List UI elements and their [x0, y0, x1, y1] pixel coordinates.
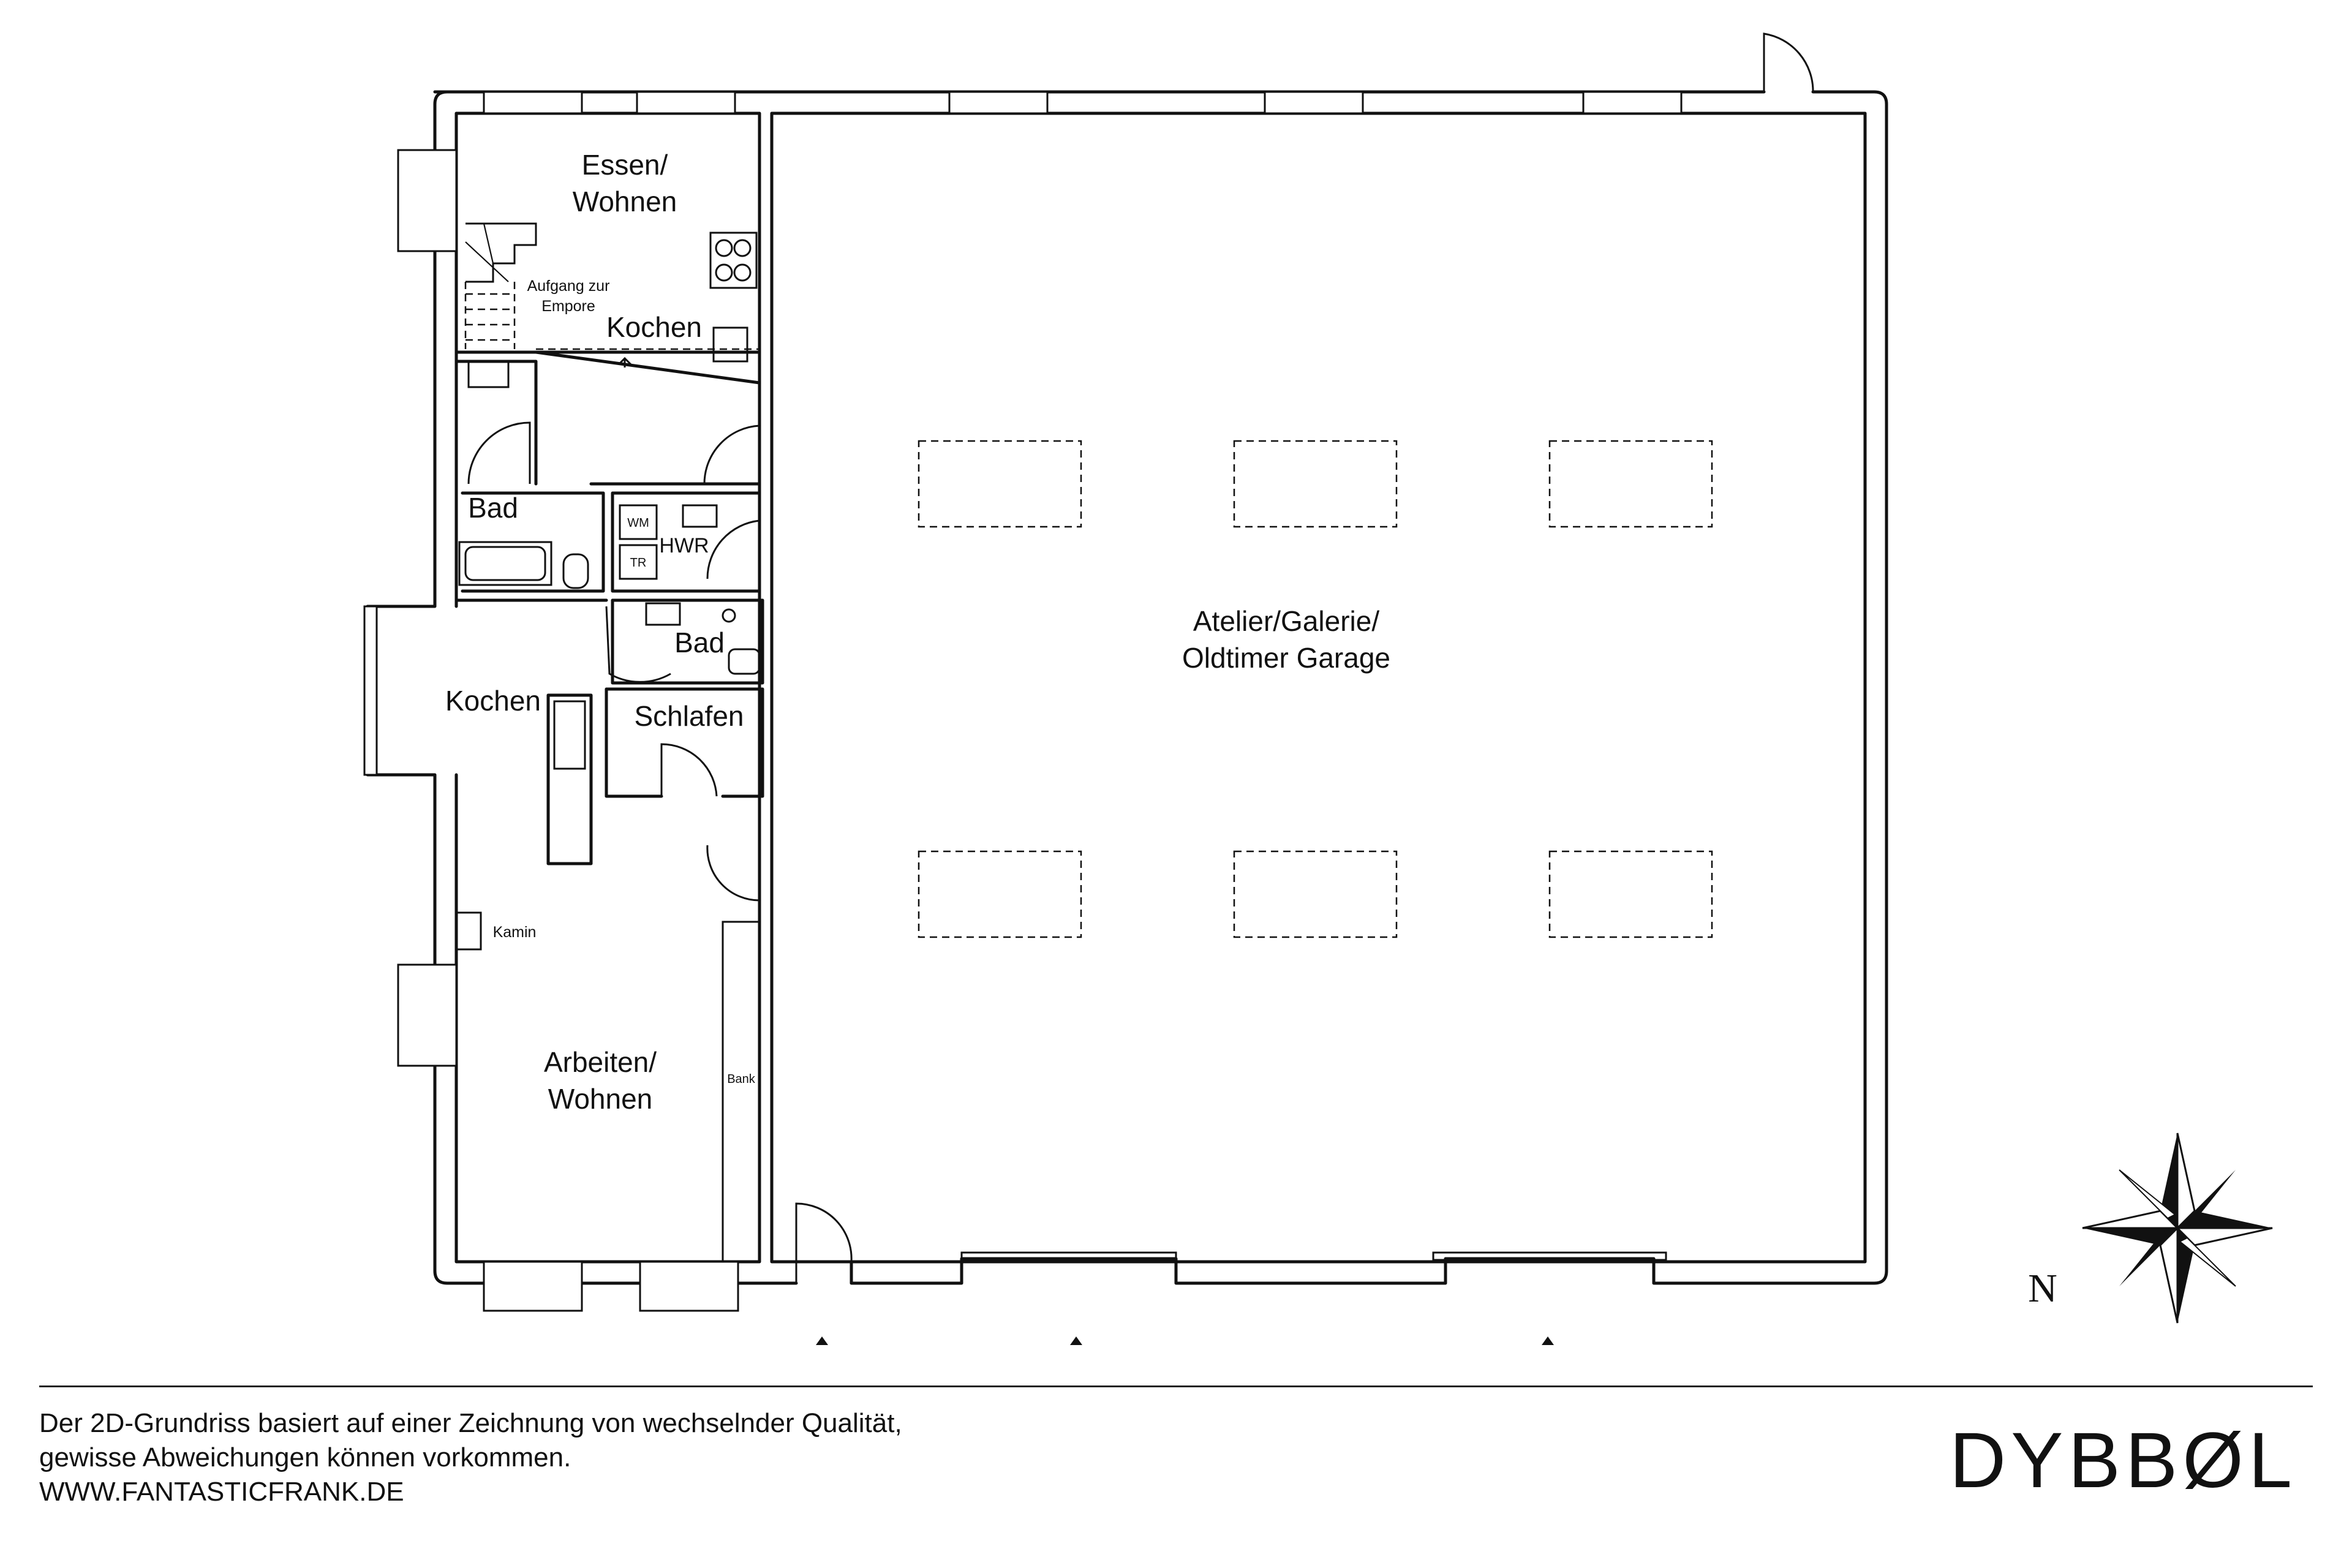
- entrance-door-top: [1763, 32, 1814, 92]
- label-aufgang-1: Aufgang zur: [527, 277, 610, 295]
- label-bad-top: Bad: [468, 492, 518, 524]
- label-bank: Bank: [727, 1072, 756, 1086]
- label-essen-wohnen-2: Wohnen: [573, 186, 677, 217]
- label-kochen-top: Kochen: [606, 311, 702, 343]
- compass-rose: [2082, 1133, 2273, 1324]
- label-tr: TR: [630, 556, 647, 570]
- label-wm: WM: [627, 516, 649, 530]
- label-aufgang-2: Empore: [541, 298, 595, 315]
- fixtures: [458, 232, 761, 675]
- stairs: [464, 222, 760, 368]
- room-labels: Essen/ Wohnen Aufgang zur Empore Kochen …: [445, 149, 1390, 1115]
- disclaimer: Der 2D-Grundriss basiert auf einer Zeich…: [39, 1406, 1387, 1509]
- brand-logo: DYBBØL: [1949, 1417, 2297, 1504]
- label-bad-mid: Bad: [674, 627, 725, 658]
- footer-divider: [39, 1385, 2313, 1387]
- skylights: [918, 440, 1713, 938]
- entrance-door-bottom: [795, 1202, 853, 1283]
- label-arbeiten-wohnen-2: Wohnen: [548, 1083, 653, 1115]
- disclaimer-line-2: gewisse Abweichungen können vorkommen.: [39, 1442, 571, 1472]
- interior-walls: [454, 350, 764, 1263]
- interior-doors: [467, 421, 761, 902]
- disclaimer-line-1: Der 2D-Grundriss basiert auf einer Zeich…: [39, 1408, 902, 1438]
- label-atelier-1: Atelier/Galerie/: [1193, 605, 1379, 637]
- label-kochen-mid: Kochen: [445, 685, 541, 717]
- label-atelier-2: Oldtimer Garage: [1182, 642, 1390, 674]
- label-arbeiten-wohnen-1: Arbeiten/: [544, 1046, 657, 1078]
- website-link[interactable]: WWW.FANTASTICFRANK.DE: [39, 1477, 404, 1507]
- windows: [363, 91, 1683, 1312]
- label-essen-wohnen-1: Essen/: [582, 149, 668, 181]
- entrance-arrows: [816, 1336, 1554, 1345]
- compass-north-label: N: [2028, 1266, 2057, 1311]
- label-schlafen: Schlafen: [634, 700, 744, 732]
- label-kamin: Kamin: [493, 924, 537, 941]
- label-hwr: HWR: [659, 534, 709, 557]
